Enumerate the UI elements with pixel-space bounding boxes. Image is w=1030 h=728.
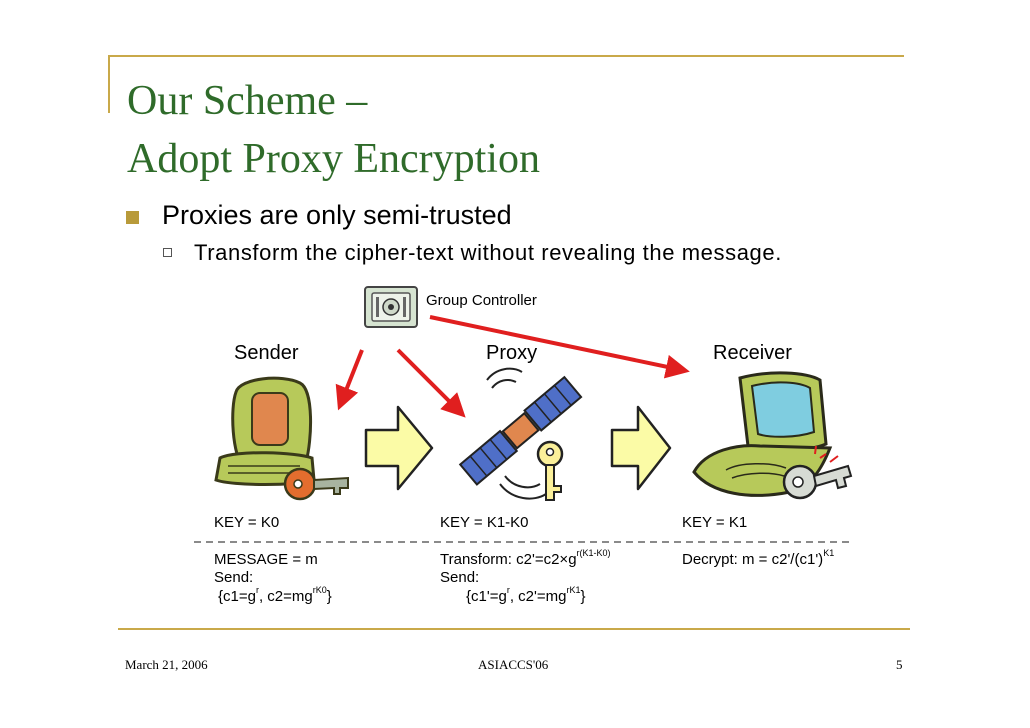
satellite-icon	[458, 367, 583, 500]
header-rule	[108, 55, 904, 57]
block-arrow-proxy-to-receiver	[610, 405, 672, 491]
footer-date: March 21, 2006	[125, 657, 208, 672]
footer-page-number: 5	[896, 657, 903, 672]
sender-message-text: MESSAGE = m	[214, 551, 318, 568]
proxy-send-text: Send:	[440, 569, 480, 586]
safe-icon	[364, 286, 418, 328]
sender-key-icon	[283, 467, 349, 501]
title-line-1: Our Scheme –	[127, 78, 368, 124]
receiver-decrypt-text: Decrypt: m = c2'/(c1')K1	[682, 548, 835, 568]
red-arrow-to-sender	[335, 349, 364, 411]
red-arrow-to-receiver	[429, 315, 690, 379]
receiver-label: Receiver	[713, 342, 792, 364]
group-controller-label: Group Controller	[426, 292, 537, 309]
footer-conference: ASIACCS'06	[478, 657, 549, 672]
footer-rule	[118, 628, 910, 630]
bullet-1-text: Proxies are only semi-trusted	[162, 200, 512, 230]
receiver-key-text: KEY = K1	[682, 514, 748, 531]
sender-ciphertext: {c1=gr, c2=mgrK0}	[218, 585, 332, 605]
proxy-ciphertext: {c1'=gr, c2'=mgrK1}	[466, 585, 586, 605]
slide-title: Our Scheme – Adopt Proxy Encryption	[127, 72, 540, 188]
proxy-label: Proxy	[486, 342, 538, 364]
hollow-square-bullet-icon	[163, 248, 172, 257]
proxy-transform-text: Transform: c2'=c2×gr(K1-K0)	[440, 548, 611, 568]
title-line-2: Adopt Proxy Encryption	[127, 136, 540, 182]
square-bullet-icon	[126, 211, 139, 224]
proxy-key-text: KEY = K1-K0	[440, 514, 529, 531]
proxy-key-icon	[536, 440, 564, 501]
sender-label: Sender	[234, 342, 299, 364]
bullet-2-text: Transform the cipher-text without reveal…	[194, 240, 782, 265]
receiver-key-icon	[782, 445, 853, 500]
header-vertical-rule	[108, 55, 110, 113]
red-arrow-to-proxy	[396, 348, 466, 418]
sender-send-text: Send:	[214, 569, 254, 586]
block-arrow-sender-to-proxy	[364, 405, 434, 491]
sender-key-text: KEY = K0	[214, 514, 280, 531]
